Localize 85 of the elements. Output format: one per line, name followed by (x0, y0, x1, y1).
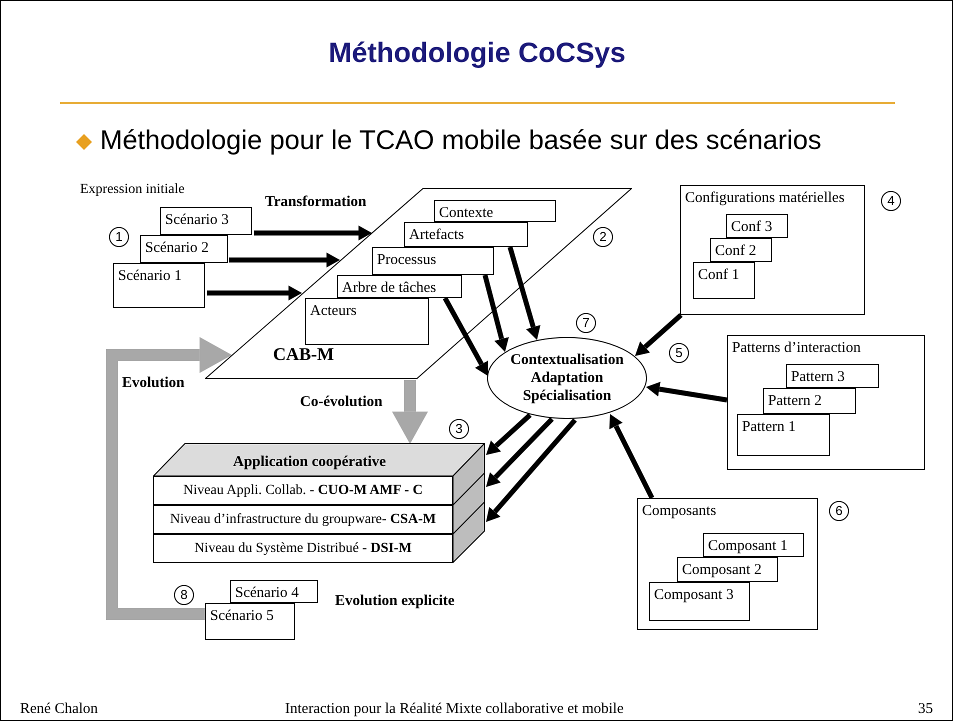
layer-label: Niveau du Système Distribué - DSI-M (194, 540, 412, 558)
document-box (763, 388, 856, 414)
group-heading: Configurations matérielles (685, 189, 845, 208)
box-label: Pattern 3 (791, 368, 845, 387)
arrow (609, 414, 654, 500)
slide-title: Méthodologie CoCSys (327, 36, 627, 70)
arrow (486, 418, 577, 522)
area-label: CAB-M (273, 343, 334, 366)
box-label: Acteurs (310, 302, 357, 321)
arrow (106, 337, 232, 620)
document-box (140, 235, 228, 263)
callout-number: 6 (829, 501, 849, 521)
document-box (677, 557, 778, 582)
footer-text: 35 (918, 700, 933, 719)
arrow (254, 226, 372, 240)
callout-number: 3 (449, 419, 469, 439)
process-ellipse (487, 337, 647, 419)
arrow (635, 313, 683, 356)
document-box (737, 414, 830, 456)
document-box (710, 238, 772, 262)
box-label: Conf 2 (715, 242, 756, 261)
arrow (442, 296, 488, 376)
layer-label: Niveau d’infrastructure du groupware- CSA-M (170, 511, 436, 529)
document-box (726, 214, 788, 238)
document-box (786, 364, 879, 388)
document-box (337, 275, 462, 298)
document-box (649, 582, 750, 621)
box-label: Artefacts (409, 226, 464, 245)
group-heading: Composants (642, 502, 716, 521)
arrow (508, 246, 540, 340)
arrow (229, 252, 340, 268)
arrow (486, 413, 532, 455)
document-box (305, 298, 429, 345)
box-label: Composant 2 (682, 561, 762, 580)
box-label: Arbre de tâches (342, 279, 436, 298)
box-label: Scénario 4 (235, 584, 299, 603)
layer-row (153, 476, 453, 505)
layered-block (153, 443, 485, 563)
arrow (207, 286, 302, 300)
block-title: Application coopérative (233, 453, 386, 472)
box-label: Scénario 5 (210, 607, 274, 626)
box-label: Composant 1 (708, 537, 788, 556)
document-box (113, 263, 205, 308)
layer-row (153, 534, 453, 563)
callout-number: 8 (174, 585, 194, 605)
box-label: Pattern 2 (768, 392, 822, 411)
arrow (486, 417, 554, 487)
callout-number: 7 (576, 313, 596, 333)
ellipse-label: Contextualisation Adaptation Spécialisation (509, 351, 625, 405)
box-label: Conf 1 (698, 266, 740, 285)
document-box (404, 222, 528, 247)
callout-number: 4 (881, 191, 901, 211)
document-box (372, 247, 494, 275)
group-box (637, 498, 818, 630)
group-box (727, 335, 925, 470)
document-box (703, 533, 804, 557)
box-label: Scénario 3 (165, 211, 229, 230)
document-box (434, 200, 556, 222)
document-box (693, 262, 755, 299)
box-label: Contexte (439, 204, 494, 223)
callout-number: 5 (669, 343, 689, 363)
box-label: Composant 3 (654, 586, 734, 605)
document-box (205, 603, 295, 640)
annotation-text: Transformation (265, 193, 366, 212)
callout-number: 2 (593, 227, 613, 247)
arrow (646, 382, 728, 402)
annotation-text: Evolution explicite (335, 592, 455, 611)
box-label: Scénario 2 (145, 239, 209, 258)
box-label: Conf 3 (731, 218, 772, 237)
arrow (392, 380, 428, 444)
group-caption: Expression initiale (80, 181, 185, 199)
footer-text: René Chalon (20, 700, 98, 719)
layer-label: Niveau Appli. Collab. - CUO-M AMF - C (183, 482, 423, 500)
callout-number: 1 (109, 227, 129, 247)
group-box (680, 185, 865, 315)
box-label: Scénario 1 (118, 267, 182, 286)
box-label: Processus (377, 251, 436, 270)
document-box (160, 207, 252, 235)
document-box (230, 580, 318, 603)
layer-row (153, 505, 453, 534)
group-heading: Patterns d’interaction (732, 339, 861, 358)
box-label: Pattern 1 (742, 418, 796, 437)
arrow (482, 274, 509, 352)
footer-text: Interaction pour la Réalité Mixte collaborative et mobile (285, 700, 624, 719)
bullet-text: Méthodologie pour le TCAO mobile basée sur des scénarios (100, 124, 822, 157)
